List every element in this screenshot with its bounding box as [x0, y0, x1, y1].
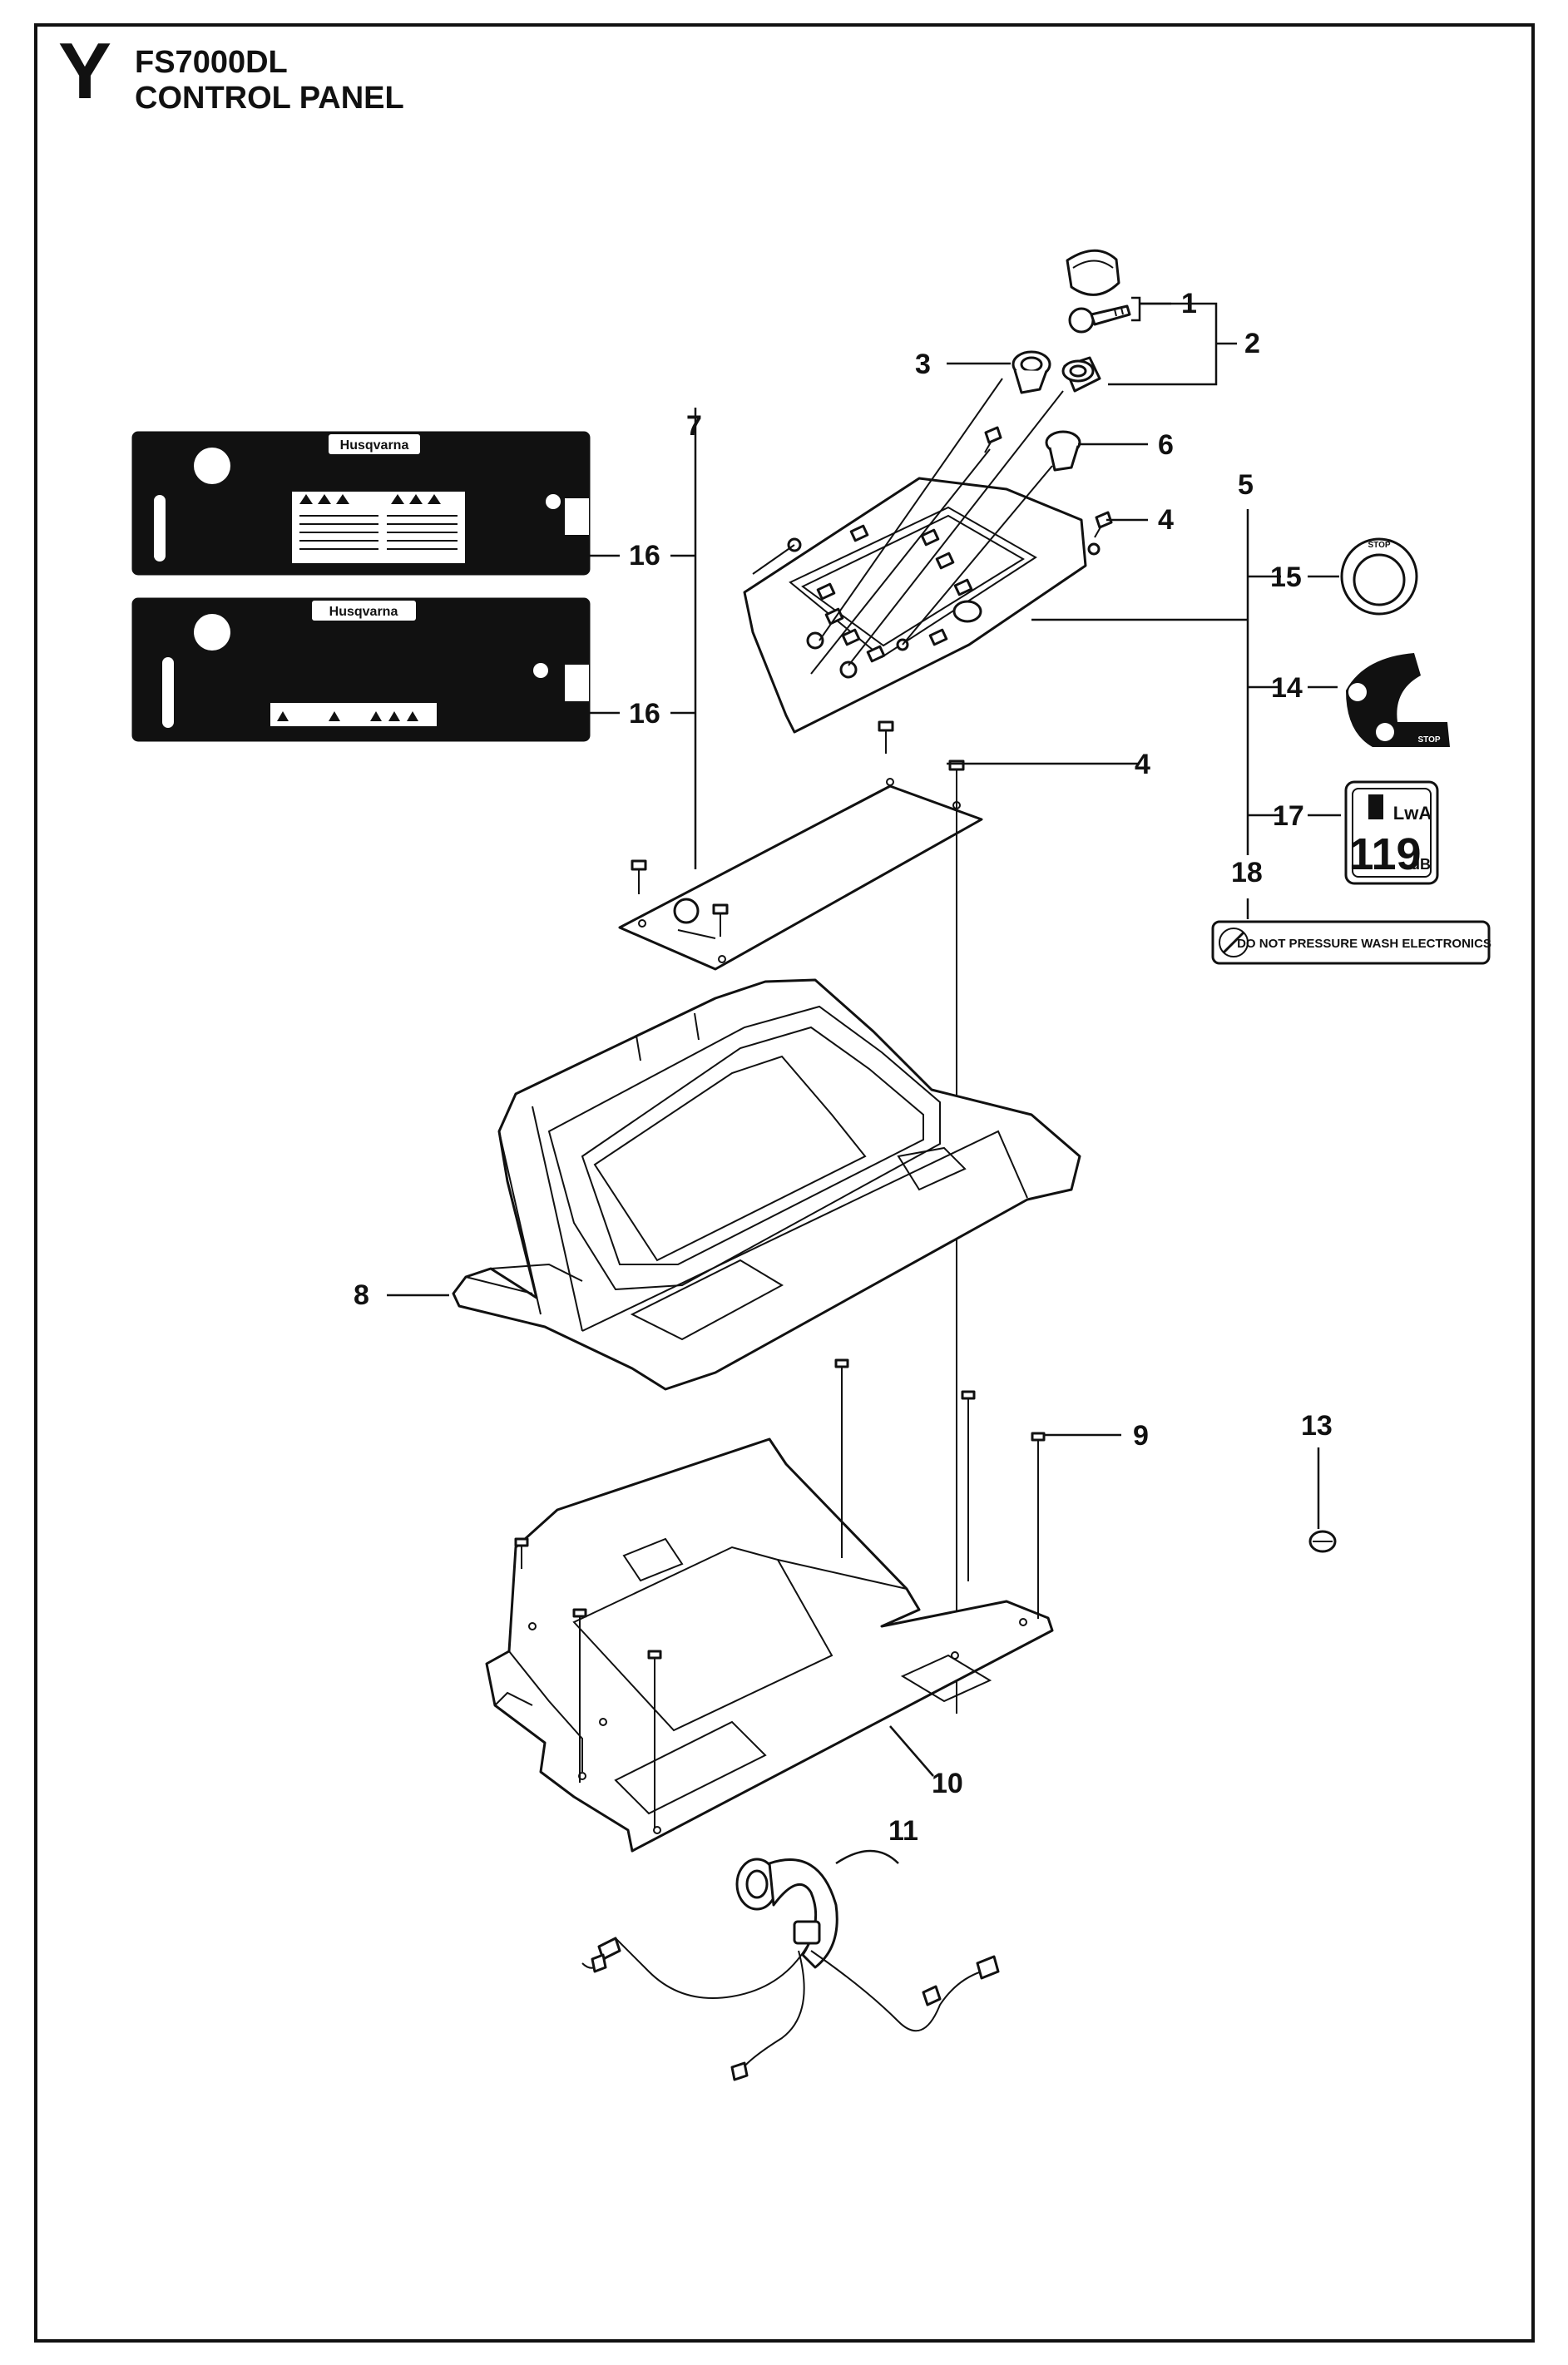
decal-plate-upper-part: Husqvarna: [131, 431, 591, 576]
callout-16-lower: 16: [629, 698, 660, 730]
brand-logo-text: Husqvarna: [340, 438, 409, 453]
push-button-part: [1045, 430, 1081, 472]
callout-14: 14: [1271, 672, 1303, 704]
callout-9: 9: [1133, 1420, 1149, 1452]
callout-17: 17: [1273, 800, 1304, 832]
callout-10: 10: [932, 1768, 963, 1799]
brand-logo-text: Husqvarna: [329, 605, 398, 619]
control-panel-plate-part: [743, 477, 1101, 734]
screw-part: [961, 1390, 976, 1581]
callout-1: 1: [1181, 288, 1197, 319]
callout-leader-lines: [387, 296, 1341, 1865]
callout-6: 6: [1158, 429, 1174, 461]
callout-5: 5: [1238, 469, 1254, 501]
stop-button-decal-part: STOP: [1340, 537, 1418, 616]
pressure-wash-warning-decal-part: DO NOT PRESSURE WASH ELECTRONICS: [1211, 920, 1491, 965]
diagram-title: CONTROL PANEL: [135, 80, 404, 116]
sound-level-unit: LwA: [1393, 803, 1432, 824]
stop-text: STOP: [1368, 541, 1390, 550]
page-frame: [34, 23, 1535, 2343]
assembly-line: [902, 465, 1053, 646]
rotary-switch-part: [1012, 350, 1051, 394]
screw-part: [1031, 1432, 1046, 1619]
diagram-header: FS7000DL CONTROL PANEL: [135, 45, 404, 116]
ignition-cap-part: [1066, 249, 1120, 296]
screw-part: [834, 1358, 849, 1558]
key-part: [1068, 304, 1131, 334]
section-letter: Y: [58, 27, 112, 116]
screw-part: [984, 426, 1002, 453]
callout-7: 7: [686, 410, 702, 442]
callout-15: 15: [1270, 562, 1302, 593]
callout-2: 2: [1244, 328, 1260, 359]
screw-part: [878, 720, 894, 754]
assembly-line: [819, 378, 1003, 641]
screw-part: [514, 1537, 529, 1569]
wiring-harness-part: [581, 1858, 1000, 2081]
callout-4-upper: 4: [1158, 504, 1174, 536]
callout-8: 8: [354, 1279, 369, 1311]
callout-4-lower: 4: [1135, 749, 1150, 780]
hose-clip-part: [1308, 1530, 1337, 1553]
cover-plate-part: [618, 778, 983, 971]
pressure-wash-warning-text: DO NOT PRESSURE WASH ELECTRONICS: [1237, 937, 1491, 951]
stop-text: STOP: [1417, 735, 1440, 745]
model-name: FS7000DL: [135, 45, 288, 80]
stop-switch-decal-part: STOP: [1346, 653, 1450, 747]
decal-plate-lower-part: Husqvarna: [131, 597, 591, 742]
callout-16-upper: 16: [629, 540, 660, 571]
sound-level-value: 119: [1348, 829, 1421, 879]
assembly-line: [848, 390, 1064, 666]
callout-13: 13: [1301, 1410, 1333, 1442]
ignition-switch-part: [1061, 356, 1101, 393]
callout-labels: 1 2 3 4 4 5 6 7 8 9 10 11 13 14 15 16 16…: [354, 288, 1333, 1847]
sound-level-unit-suffix: dB: [1411, 856, 1431, 873]
mounting-bracket-part: [485, 1437, 1054, 1853]
callout-3: 3: [915, 349, 931, 380]
screw-part: [572, 1608, 587, 1783]
screw-part: [712, 903, 729, 937]
assembly-line: [752, 544, 795, 575]
screw-part: [631, 859, 647, 894]
assembly-line: [810, 448, 991, 675]
callout-11: 11: [888, 1815, 918, 1847]
console-housing-part: [452, 978, 1081, 1391]
sound-level-decal-part: LwA 119 dB: [1344, 780, 1439, 885]
screw-part: [1094, 511, 1113, 538]
screw-part: [647, 1650, 662, 1828]
callout-18: 18: [1231, 857, 1263, 888]
